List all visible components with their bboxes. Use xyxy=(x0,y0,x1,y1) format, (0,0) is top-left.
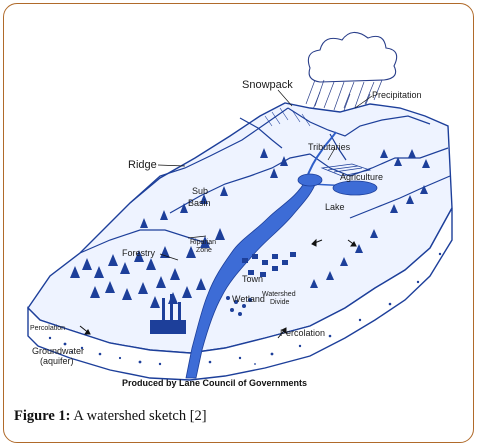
mountain-ridges xyxy=(79,107,451,254)
caption-prefix: Figure 1: xyxy=(14,408,71,424)
label-town: Town xyxy=(242,274,263,284)
upper-lake-shape xyxy=(297,173,323,187)
cloud-illustration xyxy=(307,31,398,83)
leader-lines xyxy=(157,89,373,261)
label-divide: Divide xyxy=(270,299,290,306)
river xyxy=(185,179,317,379)
label-watershed: Watershed xyxy=(262,291,296,298)
label-agriculture: Agriculture xyxy=(340,172,383,182)
block-front-face xyxy=(27,207,453,381)
label-snowpack: Snowpack xyxy=(242,79,293,91)
label-precipitation: Precipitation xyxy=(372,90,422,100)
label-riparian: Riparian xyxy=(190,239,216,246)
groundwater-texture xyxy=(48,252,442,366)
tributary-stream xyxy=(305,131,337,181)
figure-credit: Produced by Lane Council of Governments xyxy=(122,378,307,388)
label-forestry: Forestry xyxy=(122,248,156,258)
label-lake: Lake xyxy=(325,202,345,212)
lake-shape xyxy=(332,180,378,196)
label-percolation-left: Percolation xyxy=(30,325,65,332)
snowpack-hatching xyxy=(264,107,311,127)
label-basin: Basin xyxy=(188,198,211,208)
label-wetland: Wetland xyxy=(232,294,265,304)
label-percolation-right: Percolation xyxy=(280,328,325,338)
watershed-diagram: Snowpack Precipitation Tributaries Ridge… xyxy=(27,31,453,388)
factory-illustration xyxy=(150,294,186,334)
label-tributaries: Tributaries xyxy=(308,142,351,152)
figure-caption: Figure 1: A watershed sketch [2] xyxy=(14,408,207,425)
label-zone: Zone xyxy=(196,247,212,254)
label-sub: Sub xyxy=(192,186,208,196)
flow-arrows xyxy=(79,238,357,339)
caption-text: A watershed sketch [2] xyxy=(70,408,207,424)
rain-lines xyxy=(305,79,383,117)
agriculture-fields xyxy=(320,163,372,177)
label-ridge: Ridge xyxy=(128,159,157,171)
right-slope-trees xyxy=(310,149,430,288)
wetland-marsh xyxy=(226,296,252,316)
town-buildings xyxy=(242,252,296,277)
label-aquifer: (aquifer) xyxy=(40,356,74,366)
label-groundwater: Groundwater xyxy=(32,346,84,356)
